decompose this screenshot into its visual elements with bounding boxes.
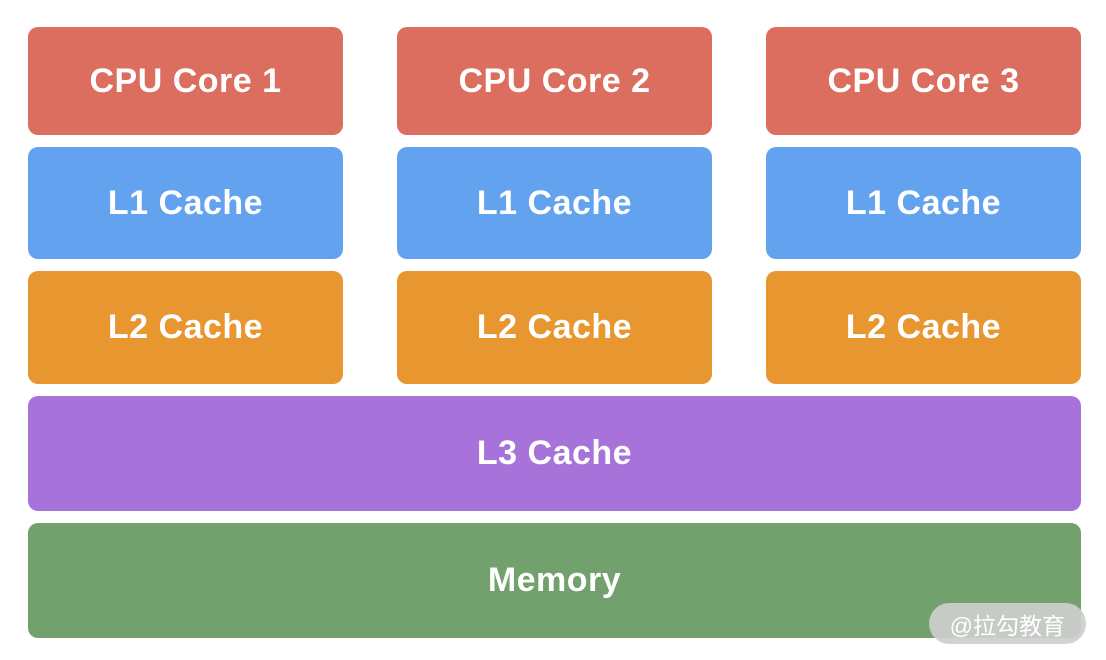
l3-cache-box: L3 Cache <box>28 396 1081 511</box>
l1-cache-box-2: L1 Cache <box>397 147 712 259</box>
memory-box: Memory <box>28 523 1081 638</box>
cpu-core-3-box: CPU Core 3 <box>766 27 1081 135</box>
l1-cache-box-3: L1 Cache <box>766 147 1081 259</box>
l2-cache-box-1: L2 Cache <box>28 271 343 384</box>
diagram-grid: CPU Core 1 CPU Core 2 CPU Core 3 L1 Cach… <box>28 27 1081 638</box>
cpu-core-2-box: CPU Core 2 <box>397 27 712 135</box>
l2-cache-box-2: L2 Cache <box>397 271 712 384</box>
l2-cache-box-3: L2 Cache <box>766 271 1081 384</box>
l1-cache-box-1: L1 Cache <box>28 147 343 259</box>
cpu-core-1-box: CPU Core 1 <box>28 27 343 135</box>
watermark-badge: @拉勾教育 <box>928 603 1086 644</box>
